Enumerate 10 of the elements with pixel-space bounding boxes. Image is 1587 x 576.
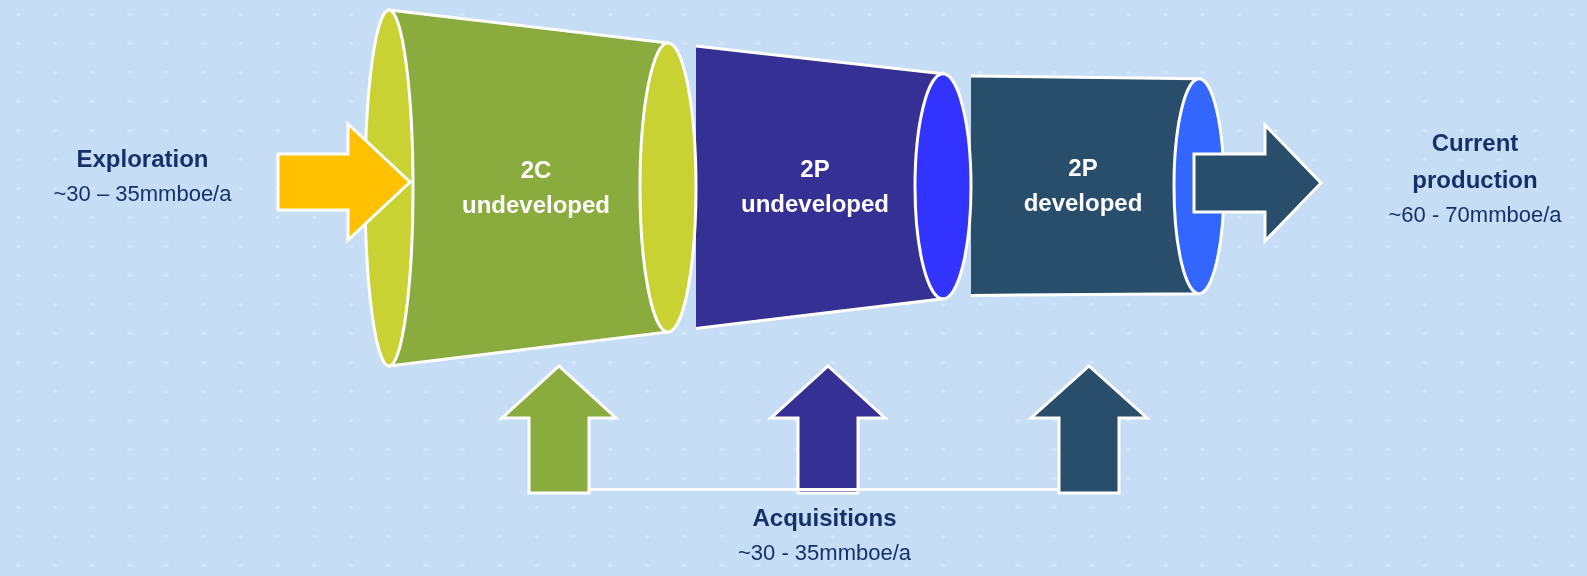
block-arrow: [767, 363, 889, 495]
block-arrow: [1192, 121, 1324, 245]
rate-label: ~60 - 70mmboe/a: [1388, 201, 1562, 230]
rate-label: ~30 – 35mmboe/a: [53, 180, 232, 209]
heading-label: Exploration: [76, 144, 209, 174]
heading-label: Current production: [1411, 128, 1539, 196]
block-arrow: [1027, 364, 1151, 495]
rate-label: ~30 - 35mmboe/a: [737, 539, 911, 568]
heading-label: Acquisitions: [752, 503, 897, 533]
block-arrow: [498, 363, 620, 495]
